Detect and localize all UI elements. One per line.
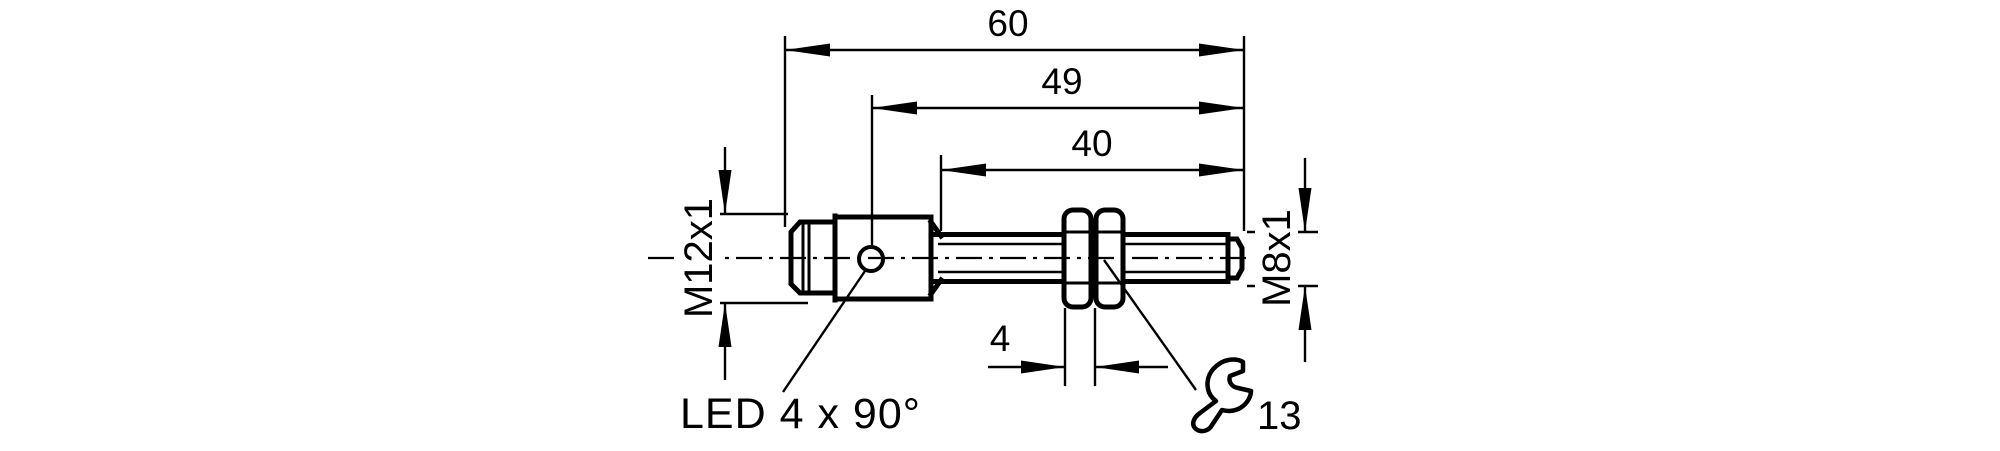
wrench-icon (1190, 357, 1254, 434)
dim-overall-length-label: 60 (987, 3, 1028, 44)
dim-thread-length-label: 40 (1071, 123, 1112, 164)
connector-thread-label: M12x1 (677, 198, 721, 318)
dimension-40 (941, 163, 1244, 177)
label-mask-m12 (677, 196, 720, 320)
sensor-body (788, 207, 1245, 310)
dim-length-to-led-label: 49 (1041, 61, 1082, 102)
wrench-size-label: 13 (1257, 394, 1302, 438)
extension-lines (712, 36, 1318, 386)
dimension-m12 (718, 147, 732, 380)
dimension-nut-width (988, 360, 1168, 374)
dimension-49 (872, 101, 1244, 115)
led-leader-line (782, 270, 866, 393)
led-label: LED 4 x 90° (680, 390, 921, 438)
dim-nut-width-label: 4 (990, 318, 1011, 359)
label-mask-m8 (1255, 204, 1298, 312)
wrench-leader-line (1103, 259, 1197, 391)
lock-nuts (1061, 207, 1126, 310)
led-indicator-circle (857, 245, 885, 273)
drawing-labels: 60 49 40 4 M12x1 M8x1 LED 4 x 90° 13 (677, 3, 1302, 438)
dimension-m8 (1298, 158, 1312, 362)
dimension-60 (785, 43, 1244, 57)
sensor-thread-label: M8x1 (1255, 209, 1299, 307)
